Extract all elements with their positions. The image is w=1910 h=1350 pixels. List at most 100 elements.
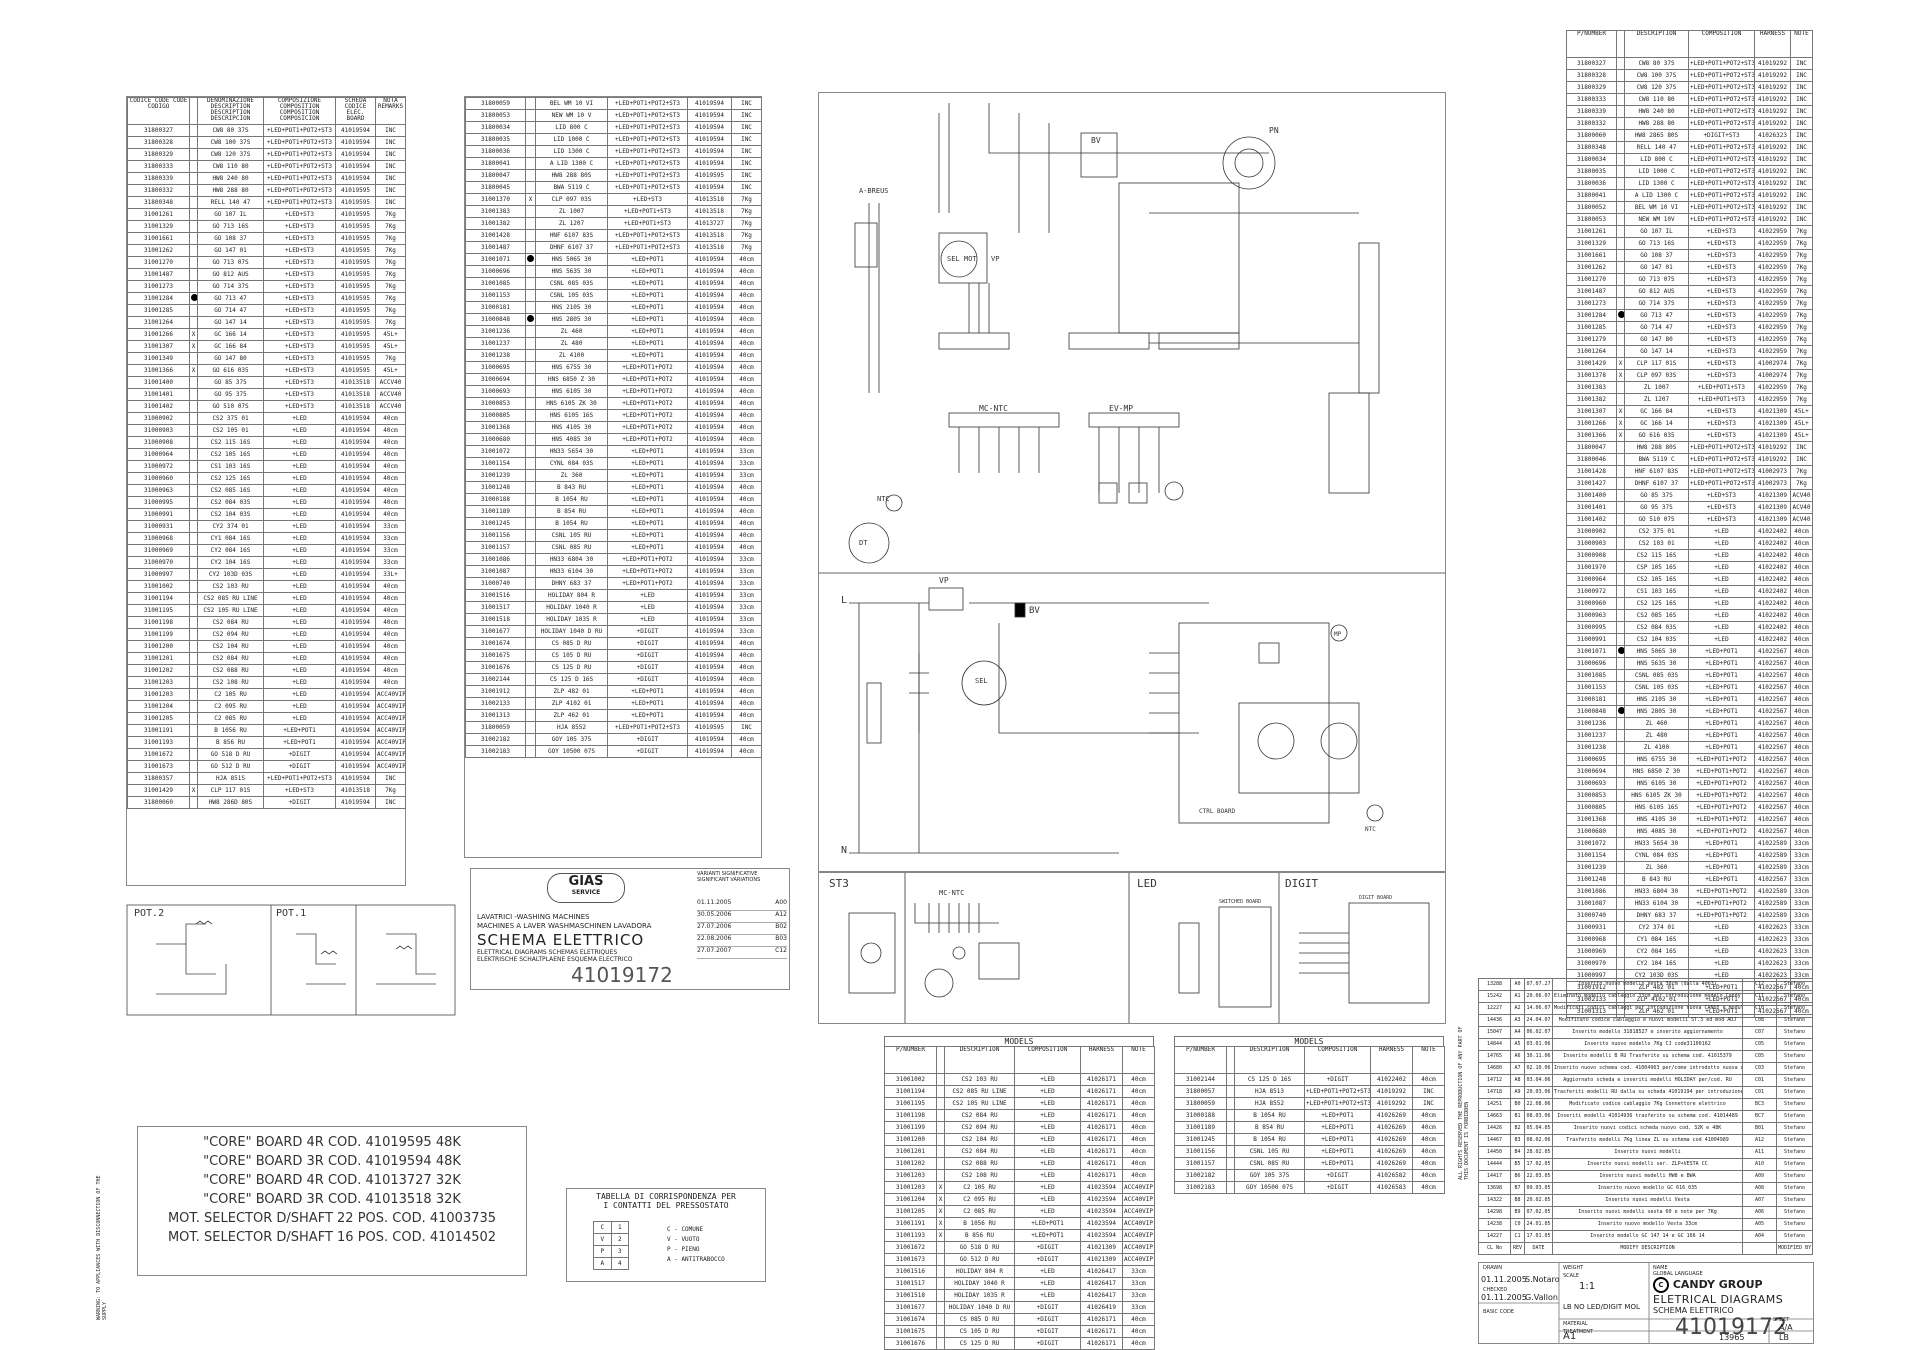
models-left-table: P/NUMBER DESCRIPTION COMPOSITION HARNESS… (884, 1046, 1155, 1350)
candy-title-block: DRAWN 01.11.2005 S.Notaro CHECKED 01.11.… (1478, 1262, 1814, 1344)
checked-label: CHECKED (1483, 1287, 1508, 1293)
checked-date: 01.11.2005 (1481, 1293, 1527, 1302)
sub-diagram-svg: ST3 LED DIGIT MC-NTC SWITCHED BOARD DIGI… (829, 873, 1430, 1023)
ml-col-pn: P/NUMBER (884, 1046, 937, 1074)
rev-col-by: MODIFIED BY (1776, 1242, 1813, 1255)
l-label: L (841, 595, 847, 606)
core-line: "CORE" BOARD 4R COD. 41019595 48K (203, 1135, 461, 1150)
bullet-icon (1618, 647, 1624, 654)
digit-label: DIGIT (1285, 877, 1318, 890)
language-label: GLOBAL LANGUAGE (1653, 1271, 1703, 1277)
col-composition: COMPOSIZIONE COMPOSITION COMPOSITION COM… (263, 97, 336, 125)
circuit-svg: A-BREUS BV PN SEL MOT VP MC-NTC EV-MP NT… (819, 103, 1445, 856)
ntc-label: NTC (877, 495, 890, 503)
models-left-title: MODELS (884, 1036, 1154, 1046)
rt-col-note: NOTE (1790, 30, 1813, 58)
n-label: N (841, 845, 847, 856)
candy-logo-icon: C (1653, 1277, 1669, 1293)
sub-diagrams: ST3 LED DIGIT MC-NTC SWITCHED BOARD DIGI… (818, 872, 1446, 1024)
material-label: MATERIAL (1563, 1321, 1588, 1327)
vp-label: VP (991, 255, 999, 263)
models-right-table: P/NUMBER DESCRIPTION COMPOSITION HARNESS… (1174, 1046, 1445, 1194)
circuit-diagram: A-BREUS BV PN SEL MOT VP MC-NTC EV-MP NT… (818, 92, 1446, 872)
weight-label: WEIGHT (1563, 1265, 1584, 1271)
sel-mot-label: SEL MOT (947, 255, 977, 263)
right-model-table: P/NUMBER DESCRIPTION COMPOSITION HARNESS… (1566, 30, 1813, 1018)
gias-logo: GIAS SERVICE (547, 873, 625, 903)
right-table-frame: P/NUMBER DESCRIPTION COMPOSITION HARNESS… (1566, 30, 1813, 1018)
pressure-switch-box: TABELLA DI CORRISPONDENZA PER I CONTATTI… (566, 1188, 766, 1282)
drawn-by: S.Notaro (1525, 1275, 1560, 1284)
models-right-title: MODELS (1174, 1036, 1444, 1046)
gias-sub2: ELEKTRISCHE SCHALTPLAENE ESQUEMA ELECTRI… (477, 956, 633, 963)
bottom-code: LB (1779, 1333, 1789, 1342)
